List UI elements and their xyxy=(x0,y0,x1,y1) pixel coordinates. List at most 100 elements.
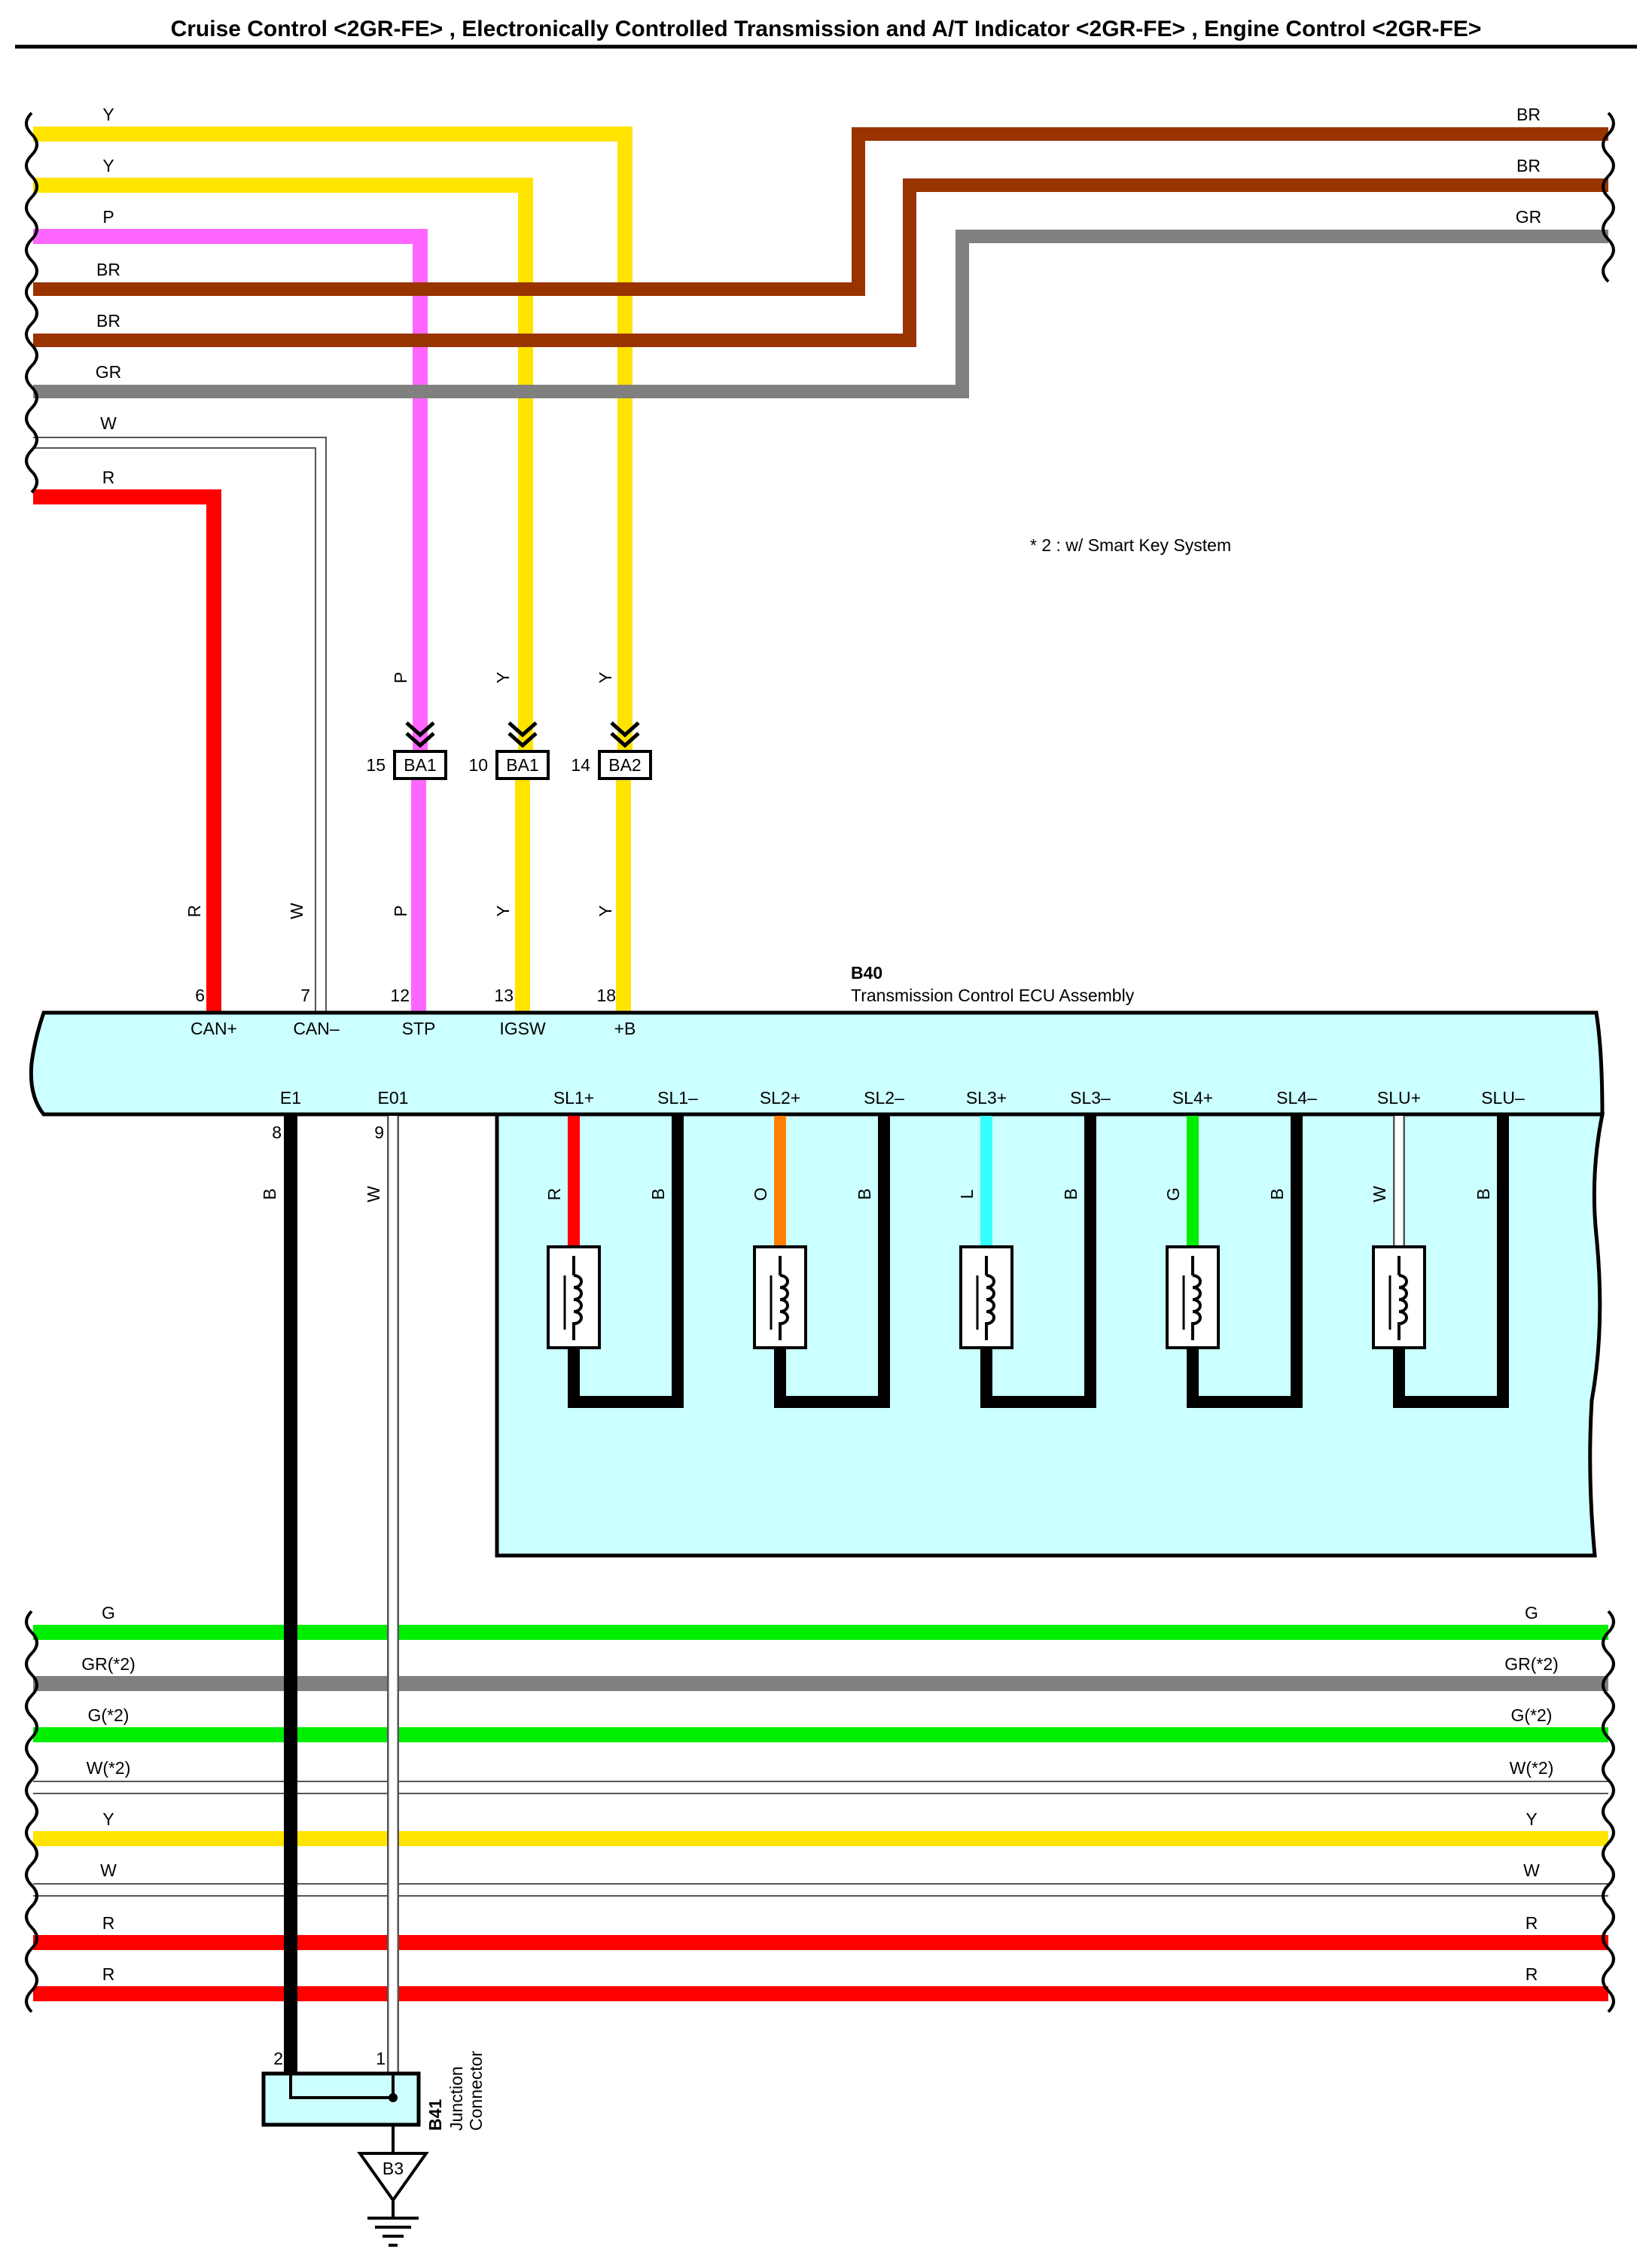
connector-wire-labels: P Y Y xyxy=(391,672,615,683)
wire-label: W xyxy=(364,1186,383,1202)
wire-r xyxy=(33,489,221,1013)
ecu-top-pins: 6 7 12 13 18 xyxy=(195,986,616,1005)
bottom-wire-group xyxy=(33,1625,1608,2001)
wire-label: Y xyxy=(493,672,513,683)
chevron-down-icon xyxy=(507,721,538,748)
connector-name: BA2 xyxy=(608,755,641,775)
signal-name: CAN– xyxy=(293,1019,340,1038)
inline-connector-ba1-b[interactable]: BA1 10 xyxy=(468,721,550,780)
wire-label: B xyxy=(1061,1188,1081,1199)
wire-label: L xyxy=(957,1189,977,1199)
wire-label: G(*2) xyxy=(1511,1705,1553,1725)
junction-name-line1: Junction xyxy=(447,2066,466,2131)
pin-number: 2 xyxy=(273,2049,283,2068)
wire-label: R xyxy=(184,905,204,918)
ecu-header-strip xyxy=(29,1010,1605,1117)
wire-p xyxy=(33,229,428,1013)
signal-name: SL2– xyxy=(864,1088,904,1108)
solenoid-sl1[interactable]: SL1+ SL1– R B xyxy=(544,1088,698,1408)
signal-name: STP xyxy=(402,1019,436,1038)
pin-number: 6 xyxy=(195,986,205,1005)
signal-name: SL3– xyxy=(1070,1088,1111,1108)
signal-name: SL3+ xyxy=(966,1088,1007,1108)
inline-connector-ba2[interactable]: BA2 14 xyxy=(571,721,652,780)
solenoid-sl3[interactable]: SL3+ SL3– L B xyxy=(957,1088,1111,1408)
smart-key-note: * 2 : w/ Smart Key System xyxy=(1030,535,1231,555)
wire-label: B xyxy=(260,1188,279,1199)
junction-bus xyxy=(289,2074,395,2099)
pin-number: 18 xyxy=(596,986,616,1005)
ground-code: B3 xyxy=(383,2159,404,2178)
top-left-wire-labels: Y Y P BR BR GR W R xyxy=(96,105,122,487)
wire-label: B xyxy=(648,1188,668,1199)
coil-icon xyxy=(1397,1256,1408,1340)
ecu-name: Transmission Control ECU Assembly xyxy=(851,986,1135,1005)
connector-name: BA1 xyxy=(404,755,436,775)
pin-number: 9 xyxy=(374,1123,384,1142)
wire-label: Y xyxy=(1526,1809,1537,1829)
wire-label: Y xyxy=(596,905,615,916)
wire-br-1 xyxy=(33,127,1608,296)
page-title: Cruise Control <2GR-FE> , Electronically… xyxy=(171,17,1482,41)
solenoid-sl2[interactable]: SL2+ SL2– O B xyxy=(751,1088,904,1408)
connector-box xyxy=(495,750,550,780)
wire-label: W(*2) xyxy=(87,1758,131,1778)
ecu-input-wire-labels: R W P Y Y xyxy=(184,903,615,919)
junction-dot xyxy=(389,2093,398,2102)
wire-label: W(*2) xyxy=(1510,1758,1554,1778)
wire-label: R xyxy=(102,1913,115,1933)
wire-label: G(*2) xyxy=(88,1705,130,1725)
signal-name: SL4+ xyxy=(1172,1088,1213,1108)
solenoid-group: SL1+ SL1– R B SL2+ SL2– O B SL3+ SL3– xyxy=(544,1088,1525,1408)
signal-name: SLU+ xyxy=(1377,1088,1421,1108)
top-right-wire-labels: BR BR GR xyxy=(1516,105,1542,227)
wire-label: W xyxy=(287,903,306,919)
coil-icon xyxy=(779,1256,789,1340)
wire-label: W xyxy=(1370,1186,1389,1202)
wire-label: BR xyxy=(1516,156,1541,175)
junction-connector-b41[interactable]: 2 1 B41 Junction Connector xyxy=(261,2049,486,2153)
wire-label: G xyxy=(1163,1187,1183,1201)
chevron-down-icon xyxy=(405,721,435,748)
ecu-body[interactable] xyxy=(29,1010,1605,1558)
wire-label: R xyxy=(1526,1964,1538,1984)
wire-label: G xyxy=(1525,1603,1538,1623)
ecu-bottom-signals: E1 E01 xyxy=(280,1088,409,1108)
ecu-code: B40 xyxy=(851,963,882,983)
junction-code: B41 xyxy=(425,2099,445,2131)
wire-label: P xyxy=(102,207,114,227)
wire-label: Y xyxy=(102,105,114,124)
wire-label: Y xyxy=(102,156,114,175)
wire-w xyxy=(33,437,327,1013)
ground-wires: 8 9 B W xyxy=(260,1116,399,2074)
wire-label: G xyxy=(102,1603,115,1623)
wire-label: BR xyxy=(96,260,120,279)
signal-name: SL1+ xyxy=(553,1088,594,1108)
solenoid-sl4[interactable]: SL4+ SL4– G B xyxy=(1163,1088,1317,1408)
bottom-left-wire-labels: G GR(*2) G(*2) W(*2) Y W R R xyxy=(81,1603,136,1984)
wire-label: P xyxy=(391,905,410,916)
ground-b3[interactable]: B3 xyxy=(357,2152,429,2247)
wire-label: Y xyxy=(493,905,513,916)
wire-gr xyxy=(33,230,1608,398)
wire-label: GR xyxy=(96,362,122,382)
solenoid-slu[interactable]: SLU+ SLU– W B xyxy=(1370,1088,1525,1408)
inline-connector-ba1-a[interactable]: BA1 15 xyxy=(366,721,447,780)
coil-icon xyxy=(572,1256,583,1340)
wire-label: B xyxy=(1474,1188,1493,1199)
wire-y-2 xyxy=(33,178,533,1013)
connector-pin: 10 xyxy=(468,755,488,775)
wire-label: GR(*2) xyxy=(81,1654,136,1674)
wire-label: W xyxy=(100,413,117,433)
break-marks-top xyxy=(25,111,1615,494)
wire-label: BR xyxy=(1516,105,1541,124)
connector-box xyxy=(598,750,652,780)
ground-symbol-icon xyxy=(367,2200,419,2247)
break-marks-bottom xyxy=(25,1610,1615,2013)
wire-label: GR(*2) xyxy=(1504,1654,1559,1674)
signal-name: IGSW xyxy=(499,1019,546,1038)
wire-label: B xyxy=(855,1188,874,1199)
wire-label: Y xyxy=(596,672,615,683)
pin-number: 7 xyxy=(300,986,310,1005)
